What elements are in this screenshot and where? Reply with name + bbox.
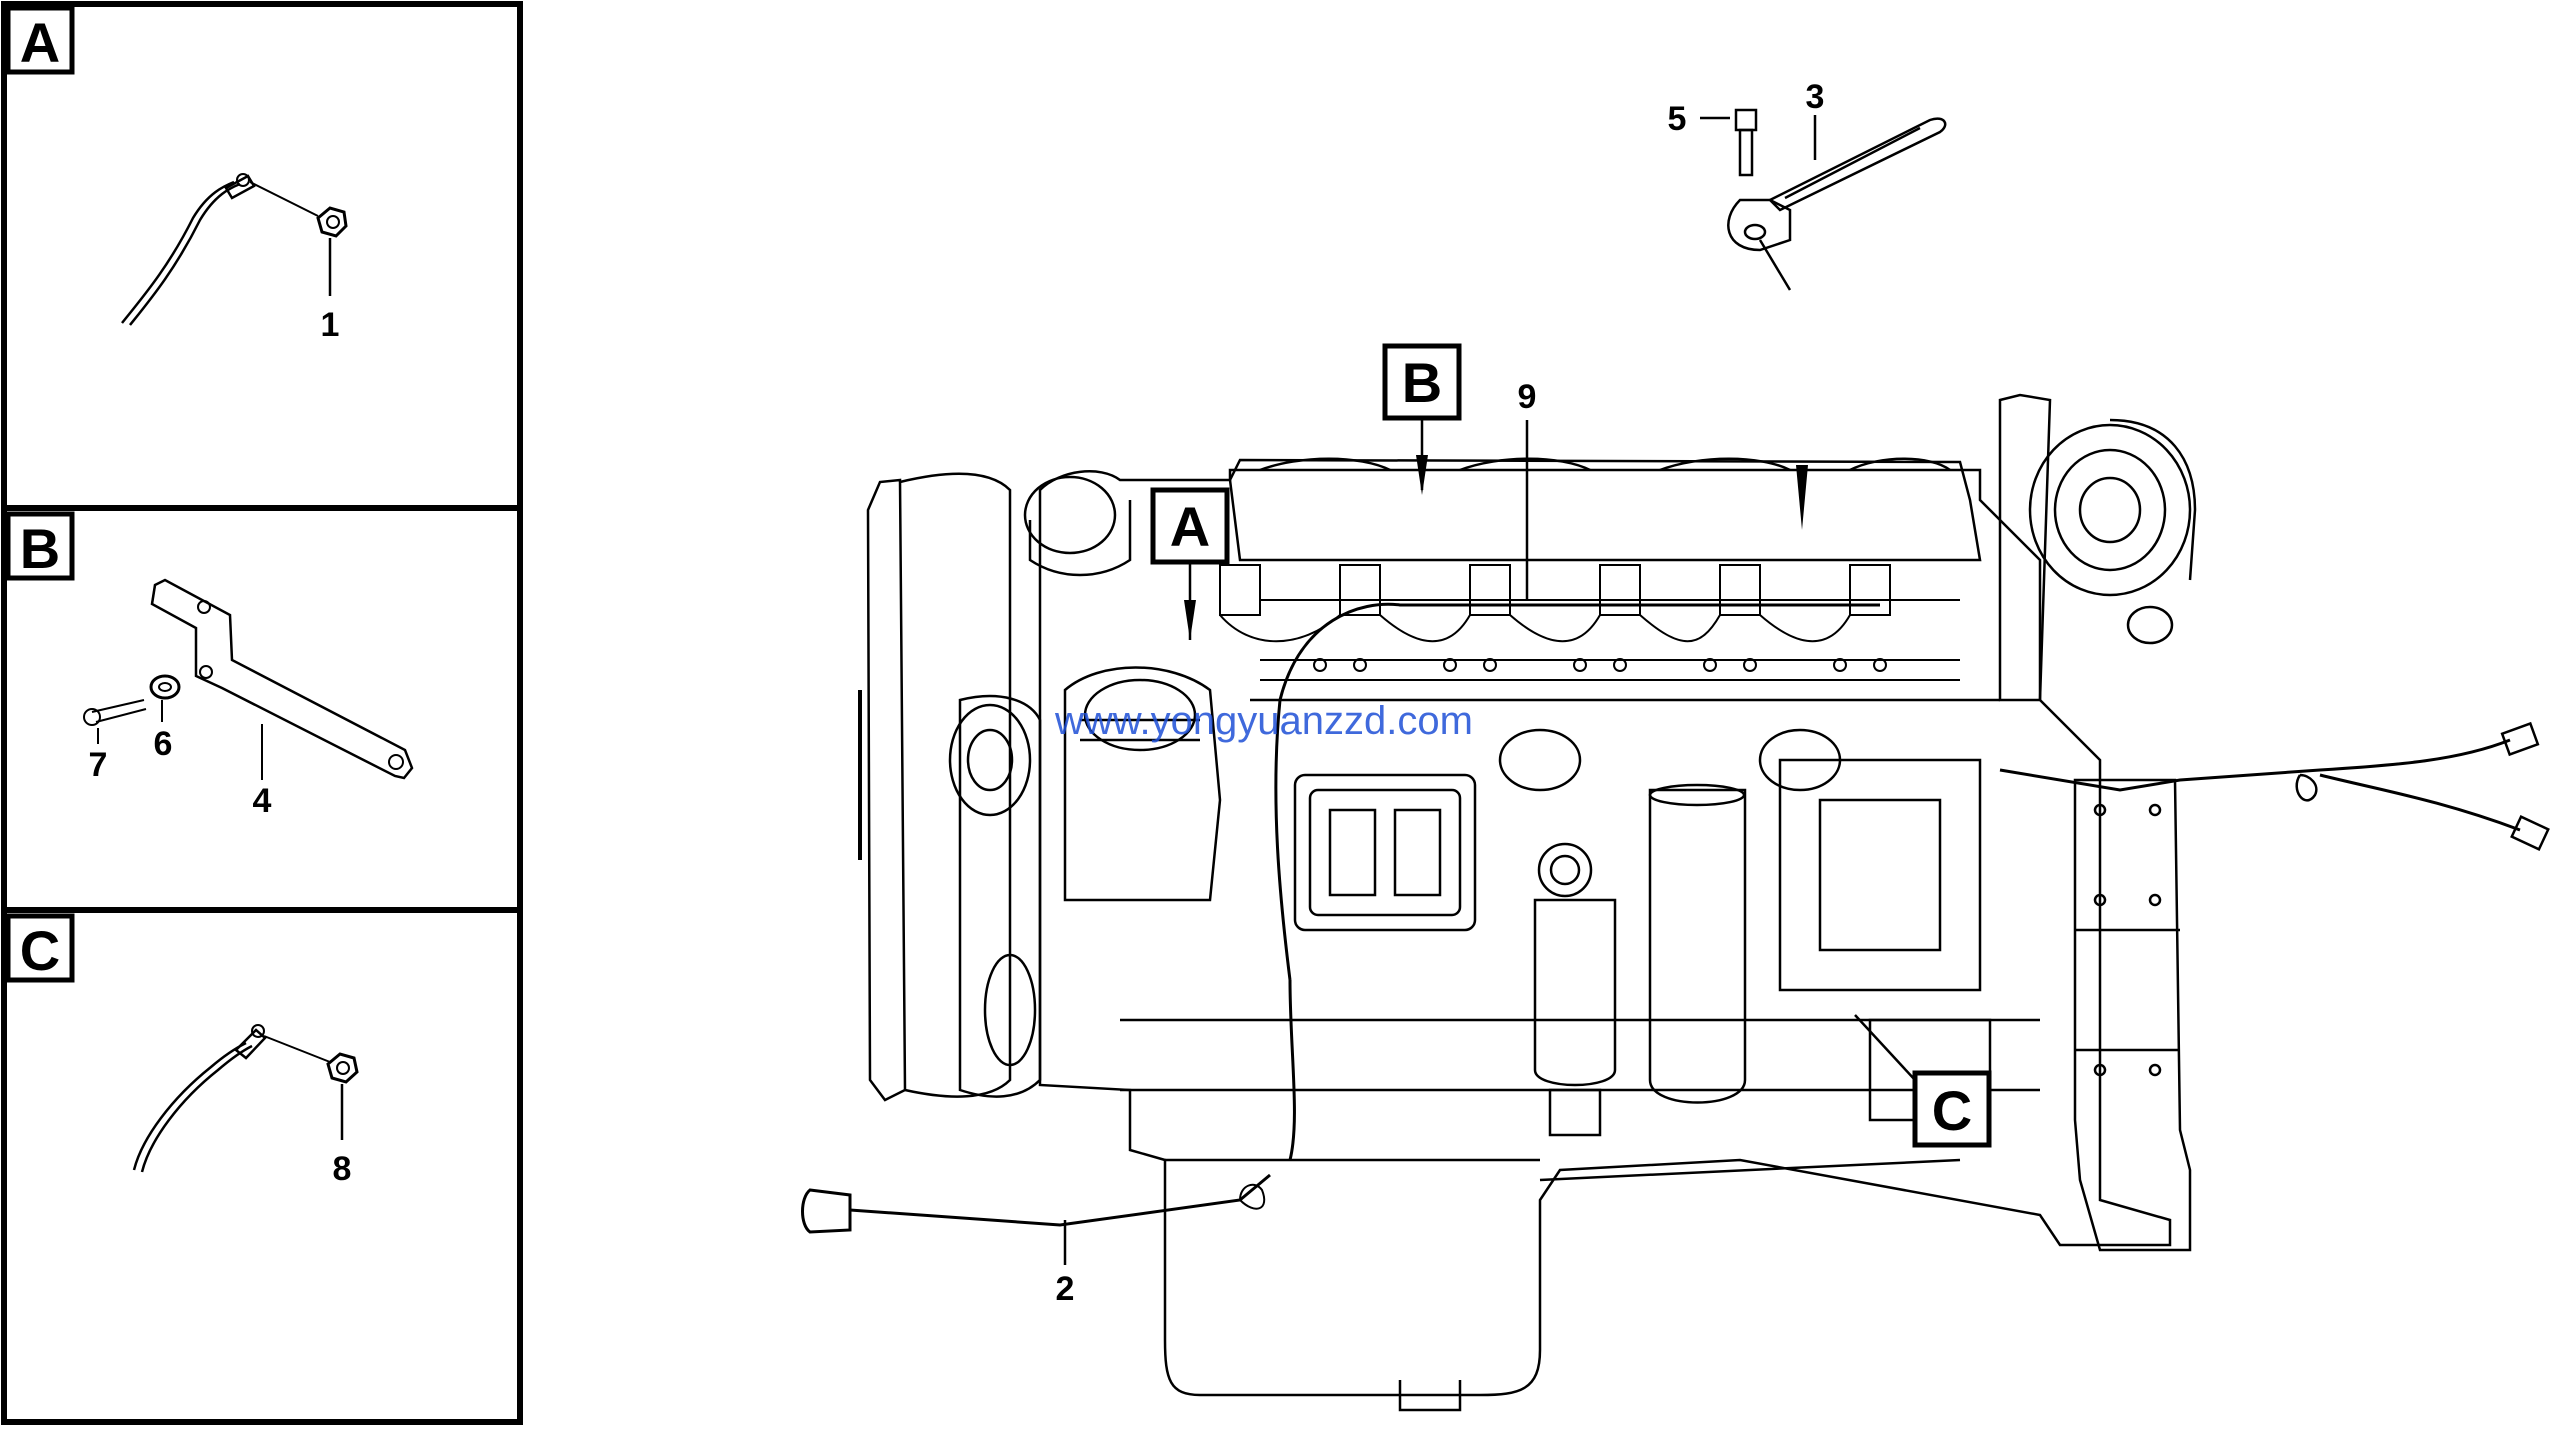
- part-number-3: 3: [1806, 78, 1825, 116]
- part-number-2: 2: [1056, 1270, 1075, 1308]
- part-number-1: 1: [321, 306, 340, 344]
- callout-b-letter: B: [1402, 351, 1442, 414]
- ground-cable-illustration-a: [121, 173, 348, 326]
- ground-cable-illustration-c: [132, 1024, 359, 1173]
- panel-a-letter: A: [20, 11, 60, 74]
- bracket-illustration: [83, 578, 414, 780]
- main-part-numbers: 5 3 9 2: [1056, 78, 1825, 1308]
- panel-c-letter: C: [20, 919, 60, 982]
- part-number-8: 8: [333, 1150, 352, 1188]
- callout-a-letter: A: [1170, 495, 1210, 558]
- part-number-5: 5: [1668, 100, 1687, 138]
- callout-b: B: [1382, 343, 1462, 495]
- callout-c-letter: C: [1932, 1079, 1972, 1142]
- clamp-bolt-illustration: [1700, 108, 1947, 291]
- detail-panels: A 1 B: [1, 1, 523, 1425]
- watermark-text: www.yongyuanzzd.com: [1054, 699, 1473, 743]
- arrow-marker: [1796, 465, 1808, 530]
- detail-panel-c: C 8: [5, 913, 359, 1188]
- part-number-9: 9: [1518, 378, 1537, 416]
- callout-a: A: [1150, 487, 1230, 640]
- part-number-4: 4: [253, 782, 272, 820]
- detail-panel-a: A 1: [5, 5, 348, 344]
- callout-c: C: [1854, 1014, 1992, 1148]
- detail-panel-b: B 7 6 4: [5, 511, 414, 820]
- part-number-6: 6: [154, 725, 173, 763]
- engine-illustration: [801, 393, 2550, 1412]
- panel-b-letter: B: [20, 517, 60, 580]
- part-number-7: 7: [89, 746, 108, 784]
